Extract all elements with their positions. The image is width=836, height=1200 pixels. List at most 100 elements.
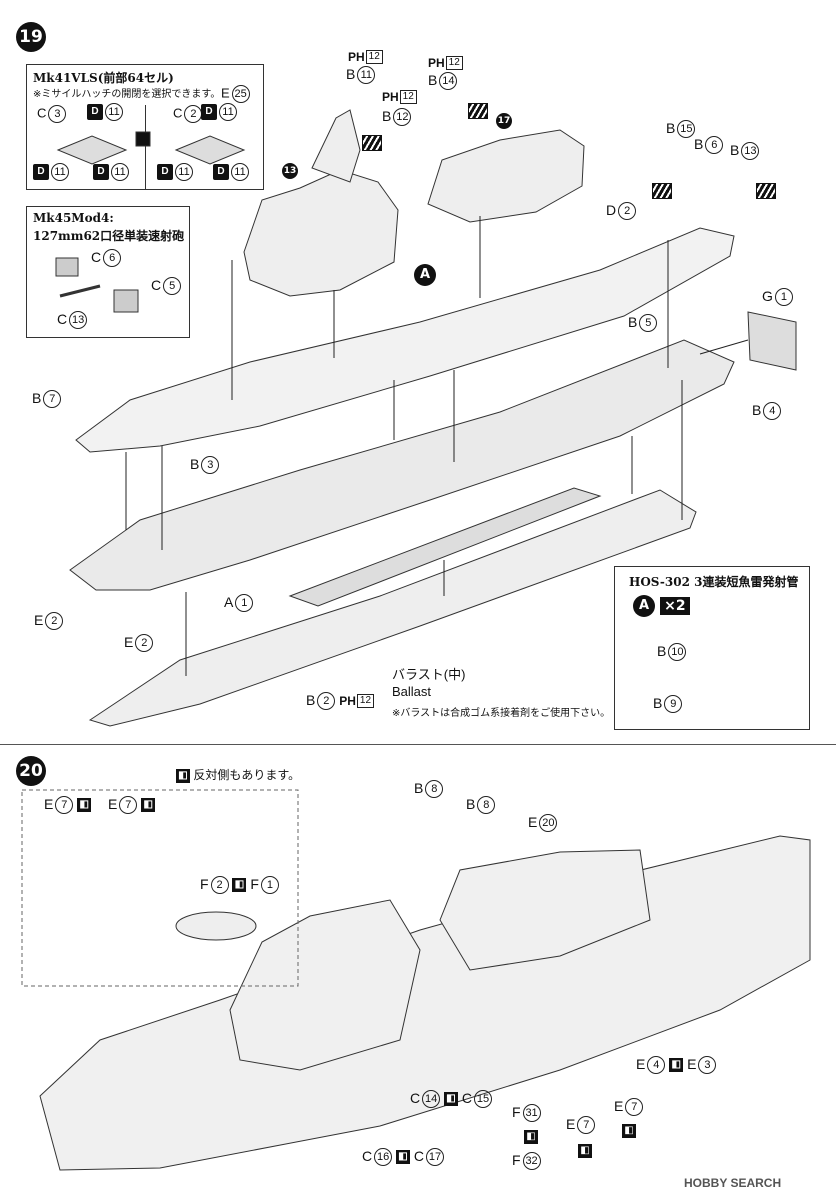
- vls-box-note: ※ミサイルハッチの開閉を選択できます。: [33, 89, 221, 100]
- part-number: 7: [577, 1116, 596, 1135]
- part-number: 2: [135, 634, 154, 653]
- marker-a-icon: A: [414, 264, 436, 286]
- assembly-arrows: [125, 216, 749, 676]
- part-number: 6: [103, 249, 122, 268]
- part-number: 1: [260, 876, 279, 895]
- part-letter: C: [362, 1148, 373, 1164]
- decal-icon: D: [213, 164, 229, 181]
- part-letter: C: [151, 277, 162, 293]
- part-number: 15: [474, 1090, 493, 1109]
- part-letter: B: [190, 456, 200, 472]
- part-number: 11: [111, 163, 129, 182]
- part-letter: B: [730, 142, 740, 158]
- mirror-icon: ◧: [622, 1123, 636, 1138]
- torpedo-quantity: A ×2: [633, 595, 690, 617]
- part-letter: E: [34, 612, 44, 628]
- part-letter: B: [666, 120, 676, 136]
- ph-code: PH: [428, 56, 445, 70]
- decal-icon: D: [201, 104, 217, 121]
- part-number: 16: [374, 1148, 393, 1167]
- glue-icon: [468, 102, 488, 119]
- part-number: 4: [647, 1056, 666, 1075]
- decal-icon: D: [93, 164, 109, 181]
- torpedo-box-title: HOS-302 3連装短魚雷発射管: [629, 575, 799, 589]
- glue-icon: [362, 134, 382, 151]
- mirror-icon-e7-c: ◧: [578, 1140, 592, 1159]
- part-letter: B: [657, 643, 667, 659]
- glue-icon-a: [362, 132, 382, 151]
- part-number: 6: [705, 136, 724, 155]
- gun-parts: [55, 257, 139, 313]
- part-number: 11: [219, 103, 237, 122]
- forward-superstructure: [243, 109, 399, 297]
- part-letter: B: [414, 780, 424, 796]
- part-letter: E: [124, 634, 134, 650]
- part-number: 2: [618, 202, 637, 221]
- vls-box-title: Mk41VLS(前部64セル): [33, 71, 174, 85]
- part-number: 5: [639, 314, 658, 333]
- part-number: 7: [625, 1098, 644, 1117]
- part-letter: C: [57, 311, 68, 327]
- part-number: 11: [357, 66, 376, 85]
- part-letter: A: [224, 594, 234, 610]
- step-number-19: 19: [16, 22, 46, 52]
- mirror-icon: ◧: [578, 1143, 592, 1158]
- part-number: 11: [231, 163, 249, 182]
- aft-superstructure: [427, 129, 585, 223]
- part-letter: B: [306, 692, 316, 708]
- part-number: 14: [422, 1090, 441, 1109]
- decal-icon: D: [157, 164, 173, 181]
- part-letter: E: [636, 1056, 646, 1072]
- part-letter: F: [250, 876, 259, 892]
- mirror-icon: ◧: [176, 768, 190, 783]
- part-letter: B: [32, 390, 42, 406]
- sub-number: 17: [496, 112, 512, 129]
- boat: [175, 911, 257, 941]
- part-number: 8: [477, 796, 496, 815]
- part-number: 13: [69, 311, 88, 330]
- ballast-plate: [288, 487, 602, 607]
- watermark: HOBBY SEARCH: [684, 1176, 782, 1190]
- part-number: 11: [105, 103, 123, 122]
- part-number: 14: [439, 72, 458, 91]
- glue-icon-b: [468, 100, 488, 119]
- part-letter: C: [410, 1090, 421, 1106]
- part-number: 5: [163, 277, 182, 296]
- part-number: 9: [664, 695, 683, 714]
- part-number: 2: [317, 692, 336, 711]
- glue-icon-c: [652, 180, 672, 199]
- detail-inset-box: [21, 789, 299, 987]
- mirror-note-text: 反対側もあります。: [193, 768, 301, 782]
- part-number: 4: [763, 402, 782, 421]
- part-number: 13: [741, 142, 760, 161]
- ballast-en-label: Ballast: [392, 684, 432, 699]
- part-letter: B: [628, 314, 638, 330]
- gun-box-title-2: 127mm62口径単装速射砲: [33, 229, 185, 243]
- ph-number: 12: [399, 90, 417, 105]
- vls-plate-right: [174, 135, 246, 165]
- part-letter: C: [37, 105, 47, 121]
